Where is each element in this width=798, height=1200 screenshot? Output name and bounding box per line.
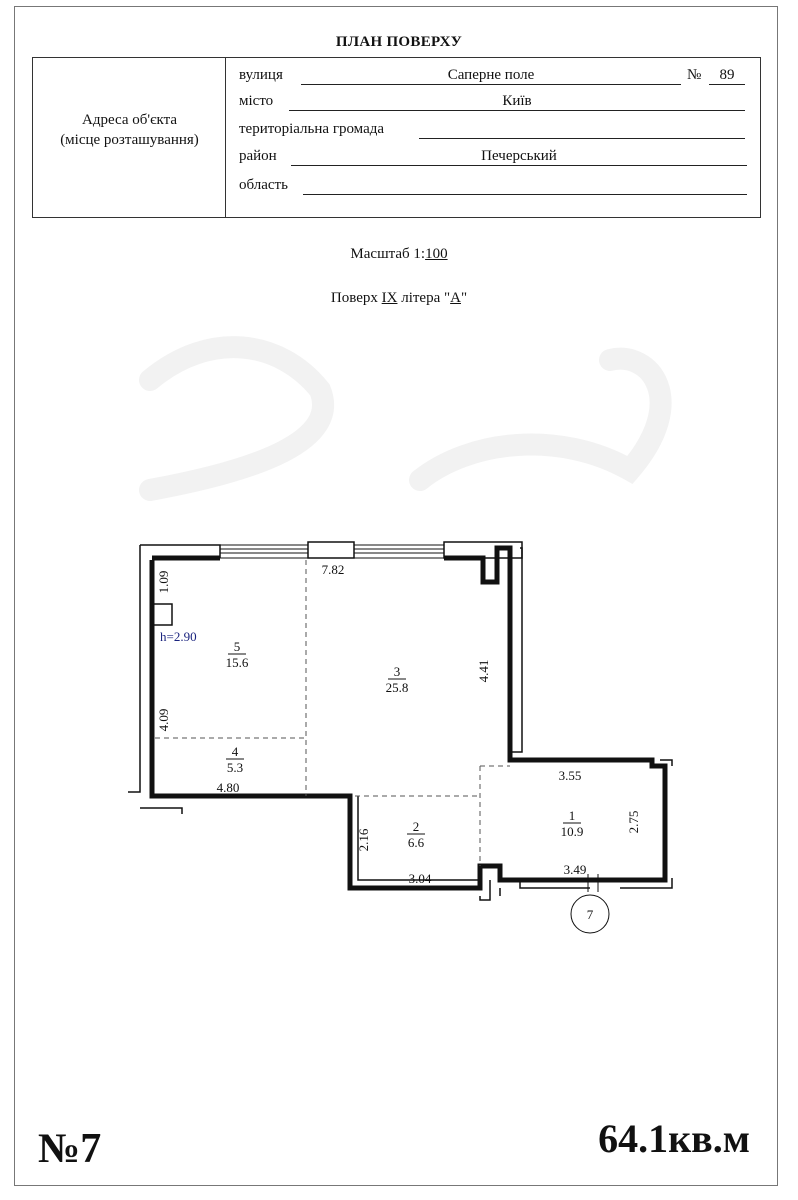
number-label: № — [687, 67, 702, 83]
room-1-area: 10.9 — [561, 824, 584, 839]
number-value: 89 — [719, 67, 735, 83]
number-underline — [709, 84, 745, 85]
room-1-number: 1 — [569, 808, 576, 823]
floor-value: IX — [381, 290, 398, 306]
entrance-marker-label: 7 — [587, 907, 594, 922]
address-caption-line1: Адреса об'єкта — [81, 112, 177, 128]
total-area: 64.1кв.м — [598, 1116, 750, 1161]
partitions — [155, 560, 510, 866]
room-3-number: 3 — [394, 664, 401, 679]
community-label: територіальна громада — [239, 121, 385, 137]
street-label: вулиця — [239, 67, 283, 83]
room-5-area: 15.6 — [226, 655, 249, 670]
dim-room4-bottom: 4.80 — [217, 780, 240, 795]
letter-value: А — [450, 290, 461, 306]
dim-room2-left: 2.16 — [356, 828, 371, 851]
entrance-circle — [570, 894, 610, 934]
room-3-area: 25.8 — [386, 680, 409, 695]
letter-label: літера " — [401, 290, 451, 306]
ceiling-height-label: h=2.90 — [160, 629, 197, 644]
address-table: Адреса об'єкта (місце розташування) вули… — [32, 57, 761, 218]
window-frame-right — [353, 544, 445, 559]
room-4-number: 4 — [232, 744, 239, 759]
community-underline — [419, 138, 745, 139]
scale-value: 100 — [425, 246, 448, 262]
address-row-district: район Печерський — [239, 148, 749, 168]
room-4-area: 5.3 — [227, 760, 243, 775]
street-value: Саперне поле — [447, 67, 535, 83]
address-row-community: територіальна громада — [239, 121, 749, 141]
region-underline — [303, 194, 747, 195]
apartment-number: №7 — [38, 1126, 102, 1172]
dim-left-small: 1.09 — [156, 571, 171, 594]
column-right — [443, 541, 523, 559]
region-label: область — [239, 177, 288, 193]
address-row-street: вулиця Саперне поле № 89 — [239, 67, 749, 87]
room-5-number: 5 — [234, 639, 241, 654]
room-2-area: 6.6 — [408, 835, 425, 850]
address-row-city: місто Київ — [239, 93, 749, 113]
address-row-region: область — [239, 177, 749, 197]
outer-wall-path — [149, 545, 668, 891]
entrance-marker — [570, 874, 610, 934]
scale-label: Масштаб 1: — [350, 246, 426, 262]
walls — [128, 541, 673, 901]
inner-wall-path — [128, 544, 673, 901]
page-frame — [14, 6, 778, 1186]
dim-room1-bottom: 3.49 — [564, 862, 587, 877]
address-caption-cell: Адреса об'єкта (місце розташування) — [33, 58, 226, 217]
city-label: місто — [239, 93, 274, 109]
window-frame-left — [219, 544, 309, 559]
city-value: Київ — [502, 93, 532, 109]
floor-label: Поверх — [330, 290, 378, 306]
floor-line: Поверх IX літера "А" — [0, 290, 798, 307]
address-caption: Адреса об'єкта (місце розташування) — [33, 110, 226, 150]
dim-room1-top: 3.55 — [559, 768, 582, 783]
district-label: район — [239, 148, 277, 164]
address-caption-line2: (місце розташування) — [60, 132, 199, 148]
letter-suffix: " — [460, 290, 468, 306]
dim-room2-bottom: 3.04 — [409, 871, 432, 886]
street-underline — [301, 84, 681, 85]
document-title: ПЛАН ПОВЕРХУ — [335, 34, 463, 50]
district-value: Печерський — [481, 148, 557, 164]
district-underline — [291, 165, 747, 166]
scale-line: Масштаб 1:100 — [0, 246, 798, 263]
dim-left-room5: 4.09 — [156, 709, 171, 732]
left-wall-notch — [152, 603, 173, 626]
dim-top-width: 7.82 — [322, 562, 345, 577]
room-2-number: 2 — [413, 819, 420, 834]
dim-right-room3: 4.41 — [476, 660, 491, 683]
plan-labels: 110.9 26.6 325.8 45.3 515.6 7.82 1.09 4.09 4.41 4… — [156, 562, 641, 922]
column-center — [307, 541, 355, 559]
dim-room1-right: 2.75 — [626, 811, 641, 834]
city-underline — [289, 110, 745, 111]
